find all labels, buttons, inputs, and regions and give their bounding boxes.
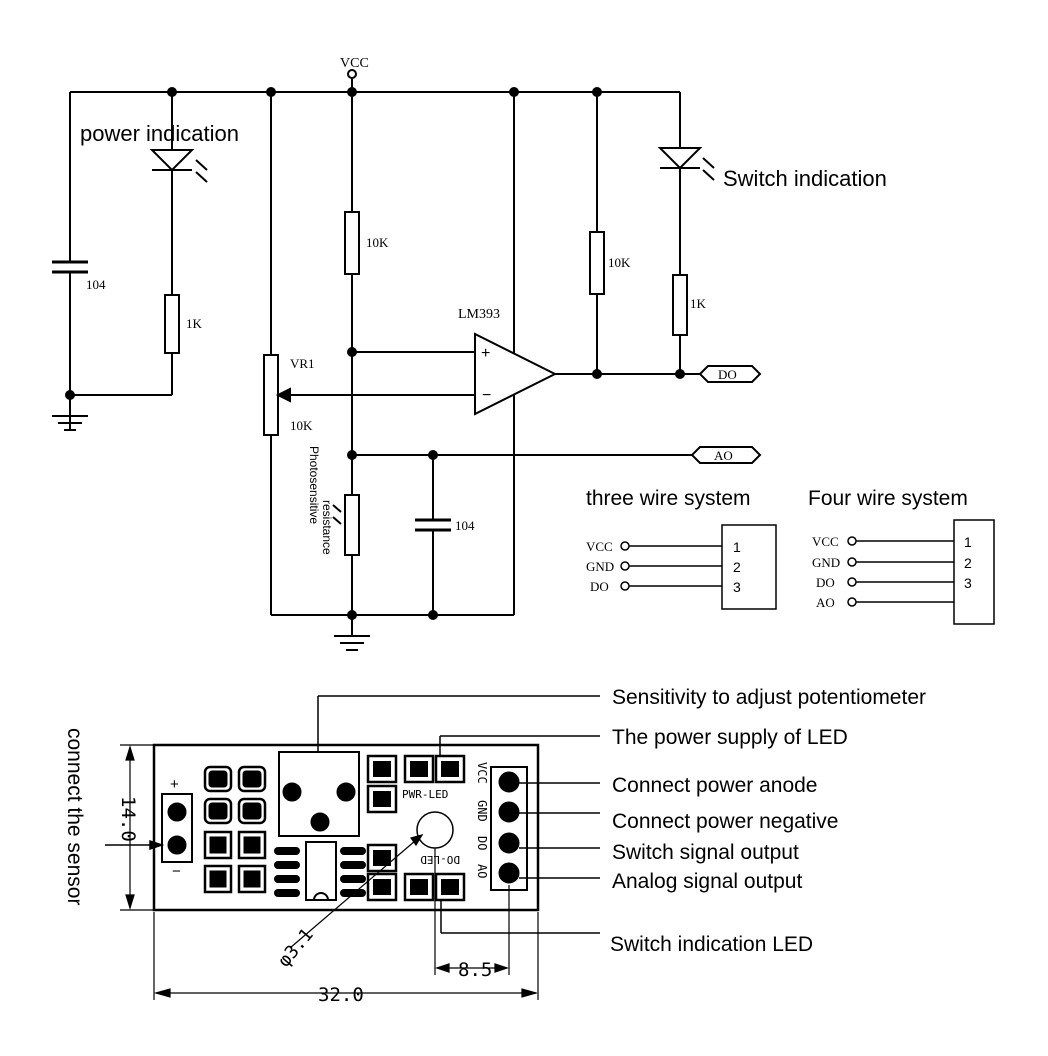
four-wire-pin-vcc: VCC: [812, 534, 839, 549]
dimension-led-offset: 8.5: [458, 959, 492, 981]
comparator-plus: +: [481, 345, 490, 362]
three-wire-num-1: 1: [733, 539, 741, 555]
four-wire-num-1: 1: [964, 534, 972, 550]
do-led-label: DO-LED: [420, 853, 460, 866]
three-wire-pin-vcc: VCC: [586, 539, 613, 554]
photosensitive-label-2: resistance: [320, 500, 334, 555]
photosensitive-label-1: Photosensitive: [307, 446, 321, 524]
resistor-10k-label-b: 10K: [608, 255, 631, 270]
header-plus-label: +: [170, 776, 179, 793]
three-wire-system: three wire system VCC GND DO 1 2 3: [586, 487, 777, 610]
four-wire-num-2: 2: [964, 555, 972, 571]
power-negative-label: Connect power negative: [612, 810, 838, 833]
three-wire-title: three wire system: [586, 487, 751, 510]
connect-sensor-label: connect the sensor: [63, 728, 86, 905]
switch-output-label: Switch signal output: [612, 841, 799, 864]
junction-dots: [65, 87, 685, 620]
power-supply-led-label: The power supply of LED: [612, 726, 848, 749]
switch-indication-label: Switch indication: [723, 166, 887, 191]
power-indication-label: power indication: [80, 121, 239, 146]
module-board: [152, 743, 540, 912]
three-wire-num-3: 3: [733, 579, 741, 595]
dimension-width: 32.0: [318, 984, 364, 1006]
resistor-1k-label-b: 1K: [690, 296, 707, 311]
three-wire-pin-gnd: GND: [586, 559, 614, 574]
callout-leaders: [105, 695, 600, 934]
schematic: [52, 69, 762, 651]
header-label-gnd: GND: [475, 800, 489, 822]
dimension-hole: φ3.1: [274, 925, 318, 972]
dimension-lines: [120, 744, 539, 1000]
resistor-1k-label-a: 1K: [186, 316, 203, 331]
ao-tag-label: AO: [714, 448, 733, 463]
sensitivity-label: Sensitivity to adjust potentiometer: [612, 686, 926, 709]
comparator-minus: −: [482, 387, 491, 404]
four-wire-title: Four wire system: [808, 487, 968, 510]
capacitor-104-label-a: 104: [86, 277, 106, 292]
switch-led-label: Switch indication LED: [610, 933, 813, 956]
capacitor-104-label-b: 104: [455, 518, 475, 533]
resistor-10k-label-a: 10K: [366, 235, 389, 250]
header-label-ao: AO: [475, 864, 489, 878]
vcc-label: VCC: [340, 56, 369, 71]
header-label-vcc: VCC: [475, 762, 489, 784]
do-tag-label: DO: [718, 367, 737, 382]
header-minus-label: −: [172, 863, 181, 880]
four-wire-system: Four wire system VCC GND DO AO 1 2 3: [808, 487, 995, 625]
four-wire-pin-do: DO: [816, 575, 835, 590]
three-wire-pin-do: DO: [590, 579, 609, 594]
four-wire-pin-ao: AO: [816, 595, 835, 610]
four-wire-pin-gnd: GND: [812, 555, 840, 570]
dimension-height: 14.0: [117, 796, 139, 842]
comparator-label: LM393: [458, 307, 500, 322]
vr1-value-label: 10K: [290, 418, 313, 433]
four-wire-num-3: 3: [964, 575, 972, 591]
vr1-label: VR1: [290, 356, 315, 371]
power-anode-label: Connect power anode: [612, 774, 817, 797]
analog-output-label: Analog signal output: [612, 870, 802, 893]
pwr-led-label: PWR-LED: [402, 788, 448, 801]
header-label-do: DO: [475, 836, 489, 850]
three-wire-num-2: 2: [733, 559, 741, 575]
